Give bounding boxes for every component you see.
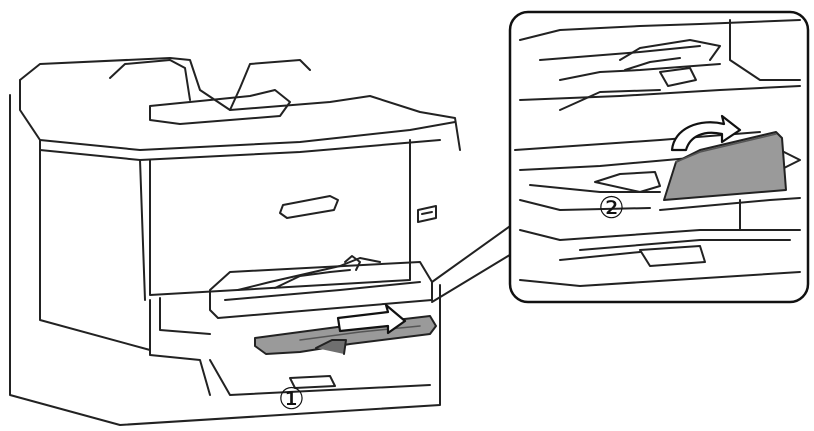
printer-body bbox=[9, 57, 461, 426]
pull-out-arrow-icon bbox=[336, 303, 407, 335]
mp-tray-slot bbox=[209, 255, 433, 319]
callout-lines bbox=[431, 223, 519, 303]
step-2-label: ② bbox=[598, 191, 625, 226]
step-1-label: ① bbox=[278, 382, 305, 417]
detail-callout bbox=[508, 10, 810, 304]
flip-over-arrow-icon bbox=[670, 114, 742, 152]
flip-extension bbox=[663, 131, 787, 201]
